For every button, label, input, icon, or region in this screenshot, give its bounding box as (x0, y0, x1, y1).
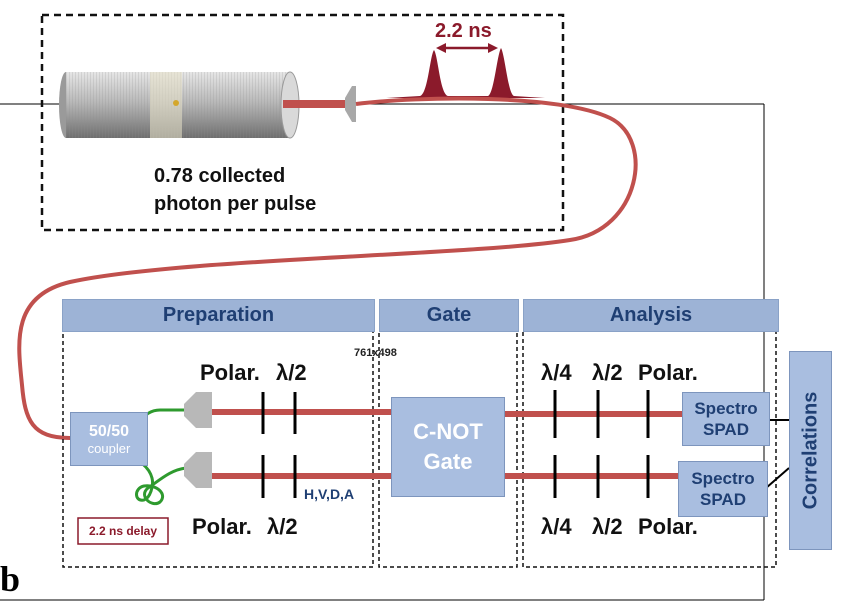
analysis-polarizer-bottom-label: Polar. (638, 514, 698, 539)
prep-polarizer-top-label: Polar. (200, 360, 260, 385)
delay-label-box (77, 517, 169, 545)
launcher-bottom (184, 452, 212, 488)
photon-rate-line2: photon per pulse (154, 193, 317, 215)
fiber-coupler-lens (345, 86, 356, 122)
double-pulse-waveform (386, 48, 545, 98)
cnot-gate-line1: C-NOT (413, 419, 483, 444)
coupler-name: coupler (87, 440, 131, 456)
preparation-header: Preparation (62, 299, 375, 332)
cnot-gate-line2: Gate (423, 449, 473, 474)
analysis-quarterwave-bottom-label: λ/4 (541, 514, 572, 539)
size-annotation: 761x498 (354, 347, 397, 359)
analysis-polarizer-top-label: Polar. (638, 360, 698, 385)
detector-bottom-line2: SPAD (700, 490, 746, 509)
panel-label: b (0, 559, 21, 599)
analysis-header: Analysis (523, 299, 779, 332)
beam-bottom-prep (212, 473, 391, 479)
detector-top: Spectro SPAD (682, 392, 770, 446)
source-box (40, 13, 565, 232)
detector-top-line1: Spectro (694, 399, 758, 418)
micropillar-source (59, 71, 300, 139)
bases-label: H,V,D,A (304, 486, 355, 502)
launcher-top (184, 392, 212, 428)
coupler-ratio: 50/50 (88, 422, 130, 440)
green-fiber-delay-loop (117, 452, 187, 505)
photon-rate-label: 0.78 collected photon per pulse (154, 162, 316, 218)
photon-rate-line1: 0.78 collected (154, 165, 286, 187)
prep-halfwave-top-label: λ/2 (276, 360, 307, 385)
long-fiber (17, 96, 638, 440)
pulse-separation-label: 2.2 ns (435, 20, 492, 42)
coupler-box: 50/50 coupler (70, 412, 148, 466)
detector-bottom-line1: Spectro (691, 469, 755, 488)
beam-top-prep (212, 409, 391, 415)
delay-label: 2.2 ns delay (88, 524, 158, 538)
pulse-separation-arrow (436, 43, 498, 53)
prep-halfwave-bottom-label: λ/2 (267, 514, 298, 539)
output-fiber (283, 100, 345, 108)
prep-optics (261, 392, 297, 498)
beam-bottom-analysis (503, 473, 680, 479)
analysis-halfwave-bottom-label: λ/2 (592, 514, 623, 539)
detector-bottom: Spectro SPAD (678, 461, 768, 517)
beam-top-analysis (503, 411, 683, 417)
analysis-halfwave-top-label: λ/2 (592, 360, 623, 385)
prep-polarizer-bottom-label: Polar. (192, 514, 252, 539)
connector-bottom (765, 467, 790, 489)
gate-header: Gate (379, 299, 519, 332)
analysis-optics (553, 390, 650, 498)
cnot-gate-box: C-NOT Gate (391, 397, 505, 497)
analysis-quarterwave-top-label: λ/4 (541, 360, 572, 385)
correlations-label: Correlations (799, 391, 821, 510)
gate-dashed-box (378, 330, 518, 568)
detector-top-line2: SPAD (703, 420, 749, 439)
correlations-box: Correlations (789, 351, 832, 550)
